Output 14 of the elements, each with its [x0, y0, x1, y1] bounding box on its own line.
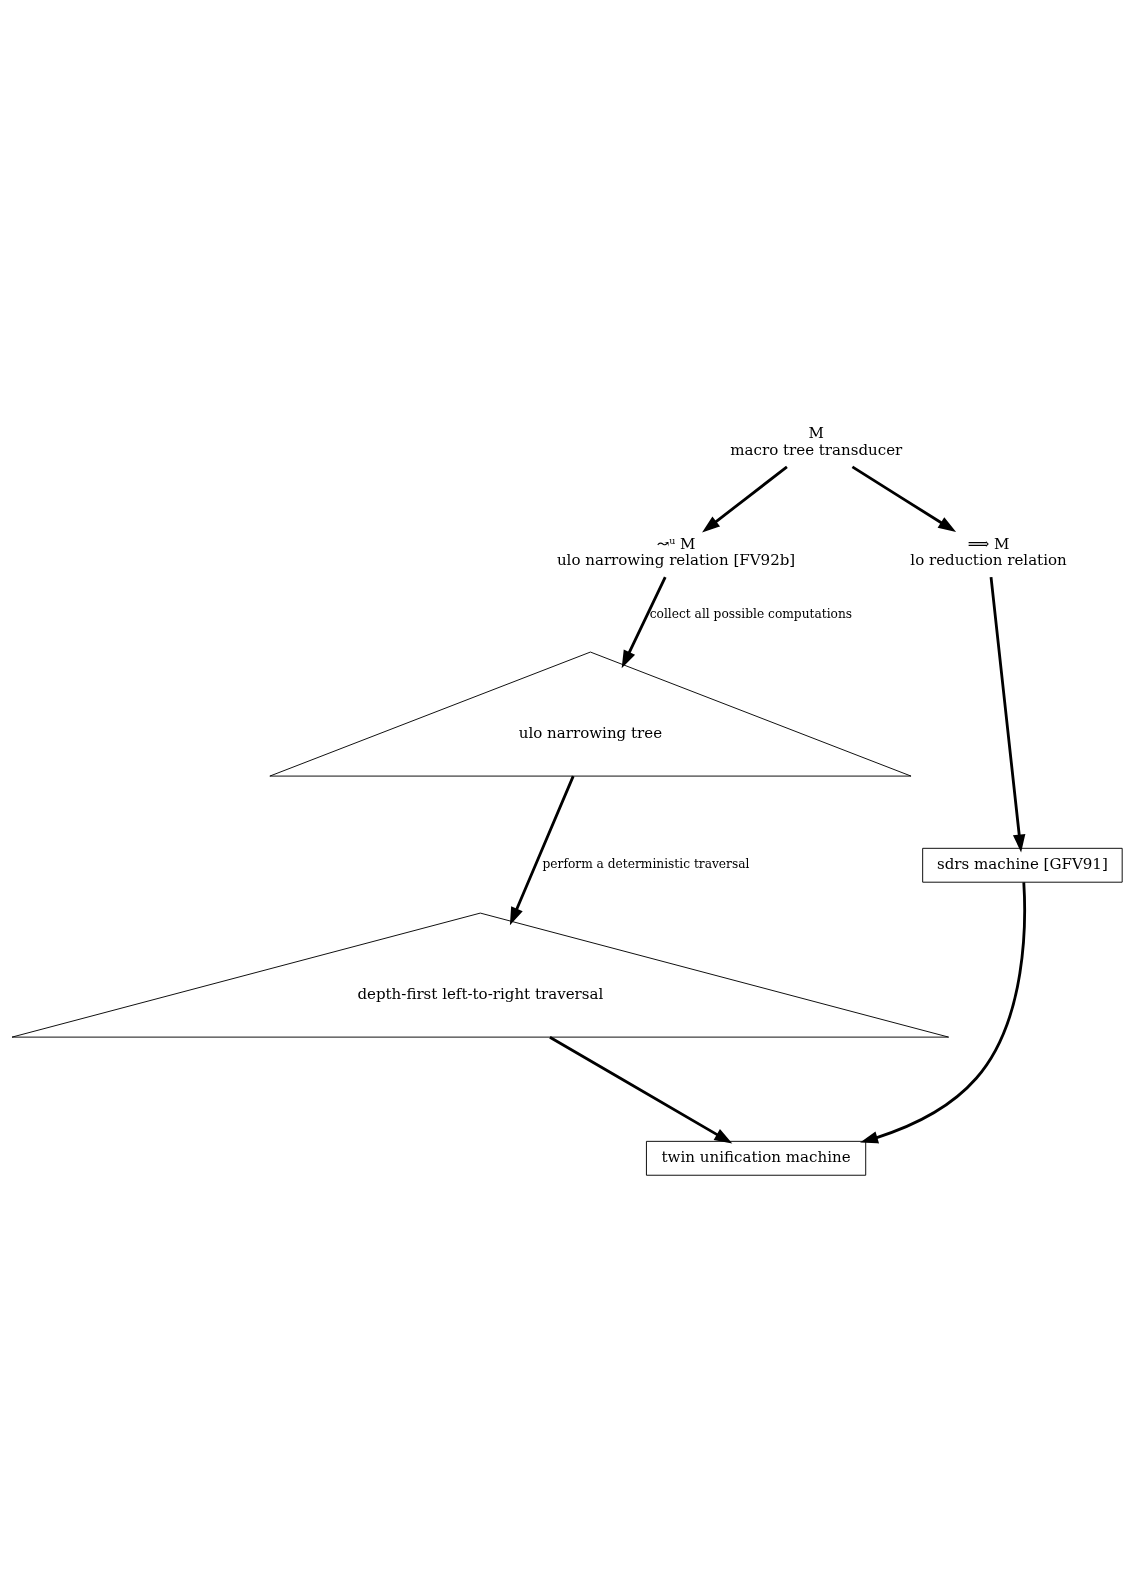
node-text: M macro tree transducer	[730, 424, 903, 460]
node-box: twin unification machine	[645, 1140, 867, 1176]
arrow	[989, 576, 1026, 853]
arrow	[851, 465, 957, 533]
arrow	[702, 465, 788, 533]
edge-label: collect all possible computations	[649, 606, 853, 621]
node-text: ⟹ M lo reduction relation	[910, 534, 1067, 570]
arrow	[549, 1036, 733, 1144]
arrow	[621, 576, 667, 669]
edge-label: perform a deterministic traversal	[542, 857, 750, 872]
arrow	[860, 882, 1026, 1144]
node-box: sdrs machine [GFV91]	[922, 847, 1123, 883]
arrow	[509, 775, 575, 926]
node-text: ↝ᵘ M ulo narrowing relation [FV92b]	[556, 534, 796, 570]
